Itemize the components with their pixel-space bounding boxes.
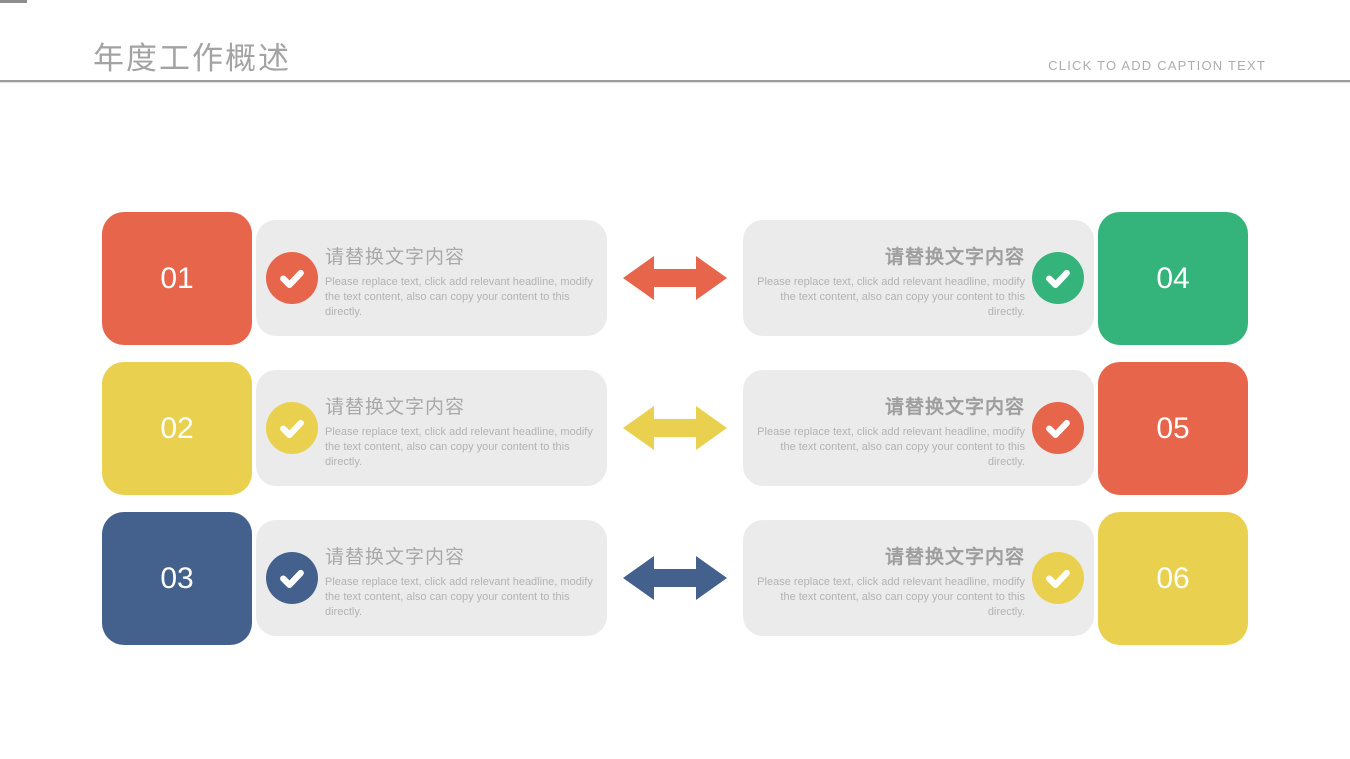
item-panel[interactable]: 请替换文字内容 Please replace text, click add r… [743,370,1094,486]
item-body[interactable]: Please replace text, click add relevant … [325,276,593,318]
item-number: 01 [160,261,194,295]
item-body[interactable]: Please replace text, click add relevant … [757,426,1025,468]
item-title[interactable]: 请替换文字内容 [325,247,466,268]
row: 01 请替换文字内容 Please replace text, click ad… [0,212,1350,345]
item-texts: 请替换文字内容 Please replace text, click add r… [325,542,598,620]
item-number: 06 [1156,561,1190,595]
number-badge-01[interactable]: 01 [102,212,252,345]
item-texts: 请替换文字内容 Please replace text, click add r… [752,542,1025,620]
double-arrow-icon [623,406,727,450]
item-body[interactable]: Please replace text, click add relevant … [757,276,1025,318]
item-texts: 请替换文字内容 Please replace text, click add r… [752,242,1025,320]
item-panel[interactable]: 请替换文字内容 Please replace text, click add r… [256,220,607,336]
number-badge-05[interactable]: 05 [1098,362,1248,495]
item-body[interactable]: Please replace text, click add relevant … [757,576,1025,618]
check-circle-icon [266,252,318,304]
item-title[interactable]: 请替换文字内容 [884,547,1025,568]
double-arrow-icon [623,256,727,300]
page-title: 年度工作概述 [93,41,291,76]
item-body[interactable]: Please replace text, click add relevant … [325,576,593,618]
item-texts: 请替换文字内容 Please replace text, click add r… [325,392,598,470]
item-texts: 请替换文字内容 Please replace text, click add r… [752,392,1025,470]
item-title[interactable]: 请替换文字内容 [325,547,466,568]
caption-placeholder[interactable]: CLICK TO ADD CAPTION TEXT [1048,58,1266,73]
item-body[interactable]: Please replace text, click add relevant … [325,426,593,468]
item-number: 05 [1156,411,1190,445]
item-panel[interactable]: 请替换文字内容 Please replace text, click add r… [256,370,607,486]
number-badge-03[interactable]: 03 [102,512,252,645]
item-number: 03 [160,561,194,595]
check-circle-icon [1032,552,1084,604]
item-panel[interactable]: 请替换文字内容 Please replace text, click add r… [743,520,1094,636]
row: 03 请替换文字内容 Please replace text, click ad… [0,512,1350,645]
double-arrow-icon [623,556,727,600]
number-badge-06[interactable]: 06 [1098,512,1248,645]
check-circle-icon [1032,252,1084,304]
number-badge-02[interactable]: 02 [102,362,252,495]
item-texts: 请替换文字内容 Please replace text, click add r… [325,242,598,320]
item-title[interactable]: 请替换文字内容 [325,397,466,418]
item-panel[interactable]: 请替换文字内容 Please replace text, click add r… [256,520,607,636]
row: 02 请替换文字内容 Please replace text, click ad… [0,362,1350,495]
check-circle-icon [266,552,318,604]
number-badge-04[interactable]: 04 [1098,212,1248,345]
item-title[interactable]: 请替换文字内容 [884,247,1025,268]
slide-edge-mark [0,0,27,3]
header-divider [0,80,1350,83]
item-number: 04 [1156,261,1190,295]
item-panel[interactable]: 请替换文字内容 Please replace text, click add r… [743,220,1094,336]
check-circle-icon [1032,402,1084,454]
check-circle-icon [266,402,318,454]
item-number: 02 [160,411,194,445]
item-title[interactable]: 请替换文字内容 [884,397,1025,418]
